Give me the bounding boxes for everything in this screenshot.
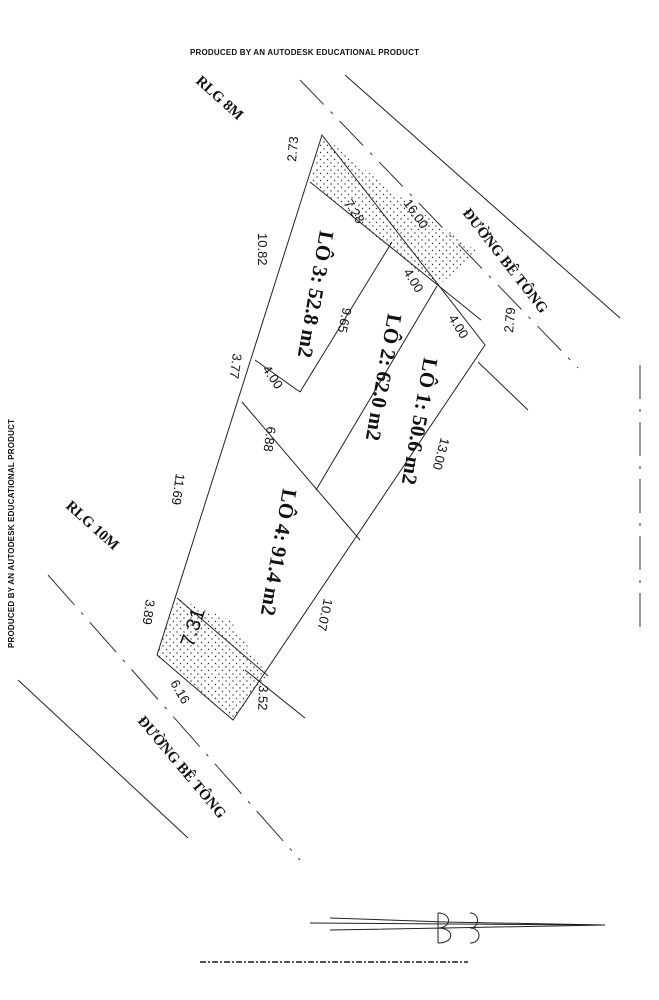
watermark-left: PRODUCED BY AN AUTODESK EDUCATIONAL PROD… [7, 419, 16, 648]
lot2-lot1-divider [315, 285, 438, 491]
rlg-bottom-label: RLG 10M [62, 498, 121, 554]
dim-4-00-c: 4.00 [260, 362, 287, 391]
road-edge-top [344, 74, 621, 319]
setback-line-top [309, 181, 482, 321]
setback-top-hatch [310, 135, 478, 287]
lot3-bottom-edge [254, 359, 301, 393]
dim-3-89: 3.89 [140, 599, 158, 626]
watermark-top: PRODUCED BY AN AUTODESK EDUCATIONAL PROD… [190, 48, 419, 57]
dim-6-88: 6.88 [261, 426, 279, 453]
setback-bottom-hatch [157, 598, 268, 720]
dim-2-79: 2.79 [501, 307, 518, 334]
dim-11-69: 11.69 [169, 473, 188, 506]
rlg-top-label: RLG 8M [192, 73, 246, 124]
dim-3-77: 3.77 [227, 353, 245, 380]
parcel-boundary [156, 133, 486, 721]
lot3-lot2-divider [299, 241, 393, 393]
dim-9-65: 9.65 [335, 306, 355, 334]
dim-2-73: 2.73 [284, 136, 301, 163]
dim-3-52: 3.52 [255, 685, 271, 711]
lot4-top-edge [241, 401, 361, 541]
road-bottom-label: ĐƯỜNG BÊ TÔNG [134, 713, 230, 823]
dim-13-00: 13.00 [430, 436, 453, 471]
lot-4-label: LÔ 4: 91.4 m2 [256, 487, 302, 618]
lot-2-label: LÔ 2: 62.0 m2 [361, 312, 407, 443]
dim-4-00-b: 4.00 [445, 312, 471, 341]
dim-10-82: 10.82 [255, 233, 270, 266]
road-edge-right-short [477, 361, 529, 411]
road-right-label: ĐƯỜNG BÊ TÔNG [459, 205, 552, 317]
dim-10-07: 10.07 [314, 597, 335, 632]
setback-line-bottom [176, 597, 269, 677]
road-centerline-top [299, 79, 579, 369]
road-edge-bottom [17, 679, 189, 839]
road-centerline-bottom [47, 574, 301, 861]
north-arrow-icon [309, 912, 606, 944]
